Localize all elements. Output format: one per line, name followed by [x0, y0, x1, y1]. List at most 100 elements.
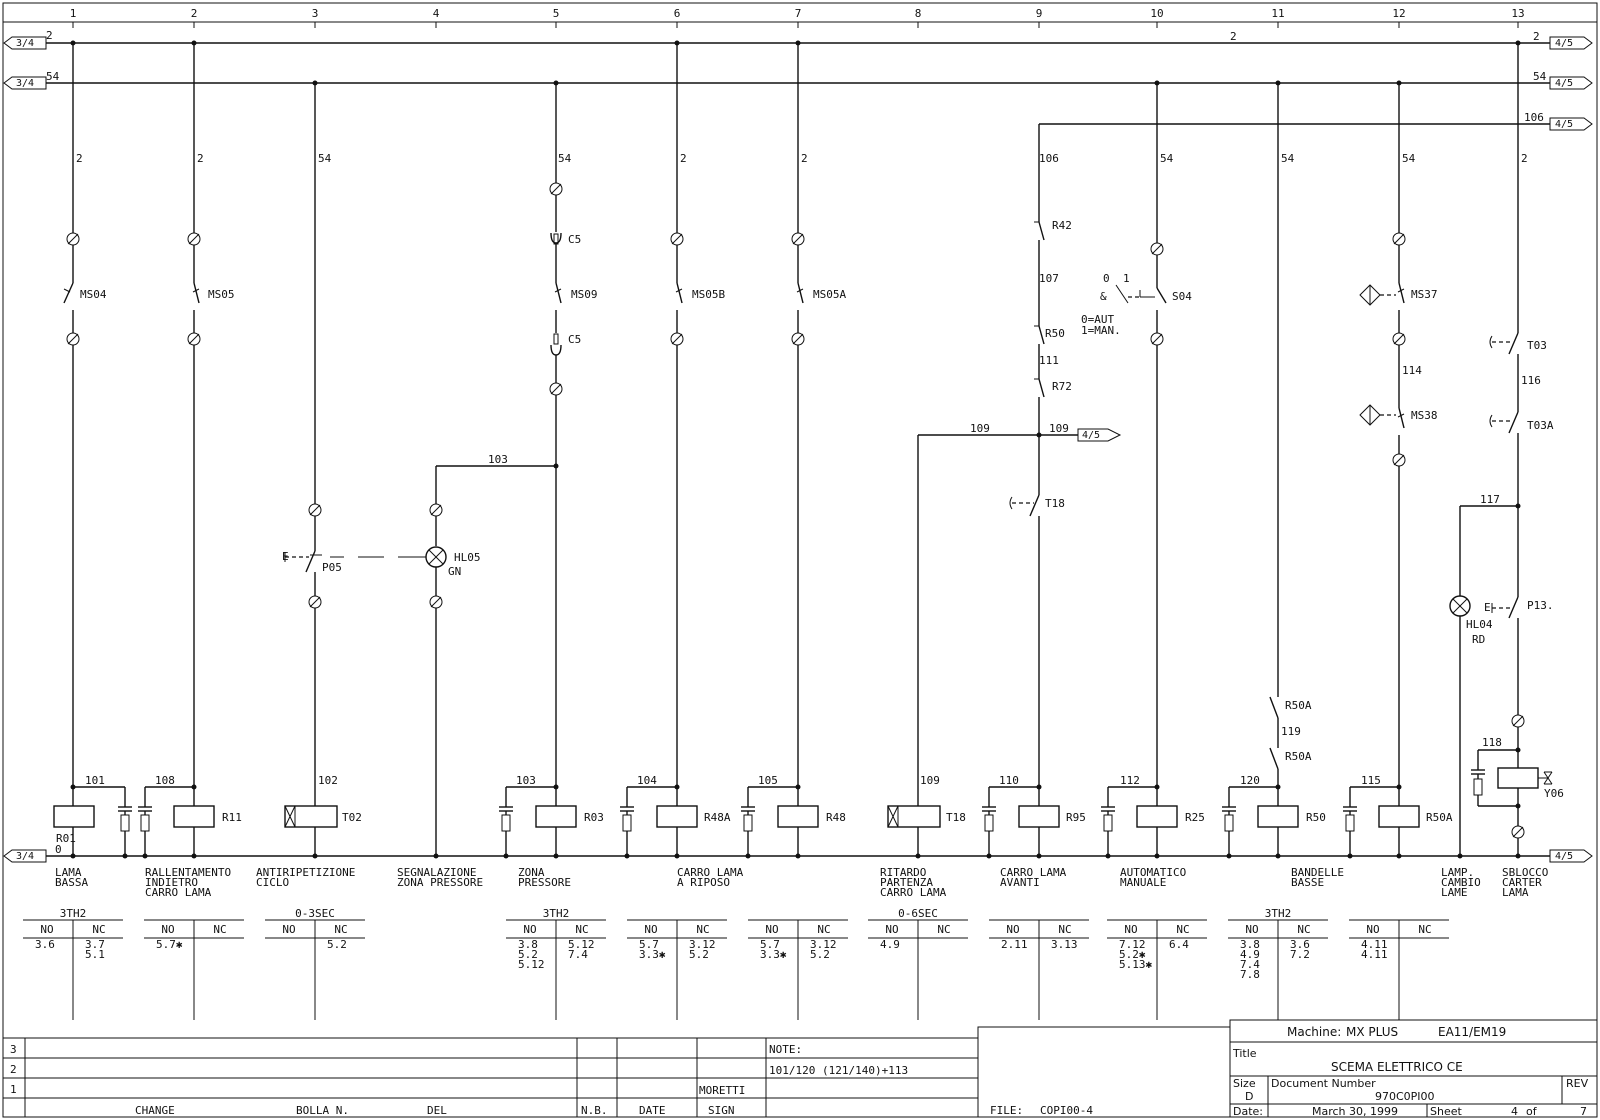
wire-54-col11: 54 [1281, 152, 1295, 165]
contact-nc-value: 3.7 [85, 938, 105, 951]
contact-table-header: 0-6SEC [898, 907, 938, 920]
wire-106: 106 [1039, 152, 1059, 165]
wire-120: 120 [1240, 774, 1260, 787]
Y06-label: Y06 [1544, 787, 1564, 800]
circuit-col-6 [620, 40, 698, 859]
contact-nc-value: 5.12 [568, 938, 595, 951]
wire-110: 110 [999, 774, 1019, 787]
rev-label: REV [1566, 1077, 1589, 1090]
contact-nc-value: 6.4 [1169, 938, 1189, 951]
MS05B-label: MS05B [692, 288, 725, 301]
contact-nc-value: 5.2 [810, 948, 830, 961]
of-value: 7 [1580, 1105, 1587, 1118]
tag-109-ref: 4/5 [1082, 430, 1100, 441]
wire-2-col7: 2 [801, 152, 808, 165]
wire-111: 111 [1039, 354, 1059, 367]
sheet-value: 4 [1511, 1105, 1518, 1118]
wire-109-left: 109 [970, 422, 990, 435]
of-label: of [1526, 1105, 1538, 1118]
wire-112: 112 [1120, 774, 1140, 787]
rev-row-1: 1 [10, 1083, 17, 1096]
wire-2-col6: 2 [680, 152, 687, 165]
contact-no-value: 3.8 [1240, 938, 1260, 951]
col-3: 3 [312, 7, 319, 20]
coil-R48A: R48A [704, 811, 731, 824]
contact-table-nc: NC [817, 923, 830, 936]
desc-9-l1: AUTOMATICO [1120, 866, 1186, 879]
contact-no-value: 5.2 [518, 948, 538, 961]
contact-nc-value: 5.1 [85, 948, 105, 961]
wire-115: 115 [1361, 774, 1381, 787]
rail-54-right-label: 54 [1533, 70, 1547, 83]
coil-R95: R95 [1066, 811, 1086, 824]
desc-6-l2: A RIPOSO [677, 876, 730, 889]
tag-right-4: 4/5 [1555, 851, 1573, 862]
coil-R50A: R50A [1426, 811, 1453, 824]
S04-amp: & [1100, 290, 1107, 303]
wire-54-col3: 54 [318, 152, 332, 165]
col-10: 10 [1150, 7, 1163, 20]
contact-no-value: 3.6 [35, 938, 55, 951]
contact-table-no: NO [644, 923, 657, 936]
P05-label: P05 [322, 561, 342, 574]
T18-contact-label: T18 [1045, 497, 1065, 510]
circuit-col-11 [1222, 80, 1299, 859]
desc-4-l2: ZONA PRESSORE [397, 876, 483, 889]
desc-2-l2: INDIETRO [145, 876, 198, 889]
RD-label: RD [1472, 633, 1485, 646]
contact-table-no: NO [885, 923, 898, 936]
desc-8-l1: CARRO LAMA [1000, 866, 1067, 879]
machine-code: EA11/EM19 [1438, 1025, 1506, 1039]
rail-54-label: 54 [46, 70, 60, 83]
wire-119: 119 [1281, 725, 1301, 738]
coil-R50: R50 [1306, 811, 1326, 824]
contact-table-nc: NC [213, 923, 226, 936]
contact-nc-value: 5.2 [689, 948, 709, 961]
circuit-col-10 [1101, 80, 1178, 859]
S04-pos1: 1 [1123, 272, 1130, 285]
contact-table-nc: NC [1418, 923, 1431, 936]
R72-label: R72 [1052, 380, 1072, 393]
contact-table-no: NO [523, 923, 536, 936]
desc-3-l2: CICLO [256, 876, 289, 889]
contact-no-value: 5.2✱ [1119, 948, 1146, 961]
coil-T02: T02 [342, 811, 362, 824]
wire-114: 114 [1402, 364, 1422, 377]
rail-tags-left [3, 36, 47, 863]
wire-103: 103 [516, 774, 536, 787]
tag-right-2: 4/5 [1555, 78, 1573, 89]
signer: MORETTI [699, 1084, 745, 1097]
hdr-change: CHANGE [135, 1104, 175, 1117]
title-block-text: 3 2 1 CHANGE BOLLA N. DEL N.B. DATE SIGN… [10, 1025, 1589, 1118]
contact-no-value: 3.8 [518, 938, 538, 951]
contact-table-header: 3TH2 [543, 907, 570, 920]
col-9: 9 [1036, 7, 1043, 20]
desc-2-l3: CARRO LAMA [145, 886, 212, 899]
col-7: 7 [795, 7, 802, 20]
contact-no-value: 7.8 [1240, 968, 1260, 981]
rev-row-2: 2 [10, 1063, 17, 1076]
rail-top-right-label: 2 [1533, 30, 1540, 43]
C5-label-1: C5 [568, 233, 581, 246]
circuit-col-5 [499, 80, 577, 859]
contact-table-nc: NC [937, 923, 950, 936]
note-label: NOTE: [769, 1043, 802, 1056]
desc-10-l1: BANDELLE [1291, 866, 1344, 879]
T03A-label: T03A [1527, 419, 1554, 432]
MS04-label: MS04 [80, 288, 107, 301]
wire-108: 108 [155, 774, 175, 787]
wire-2-col1: 2 [76, 152, 83, 165]
hdr-del: DEL [427, 1104, 447, 1117]
tag-right-1: 4/5 [1555, 38, 1573, 49]
GN-label: GN [448, 565, 461, 578]
contact-no-value: 7.12 [1119, 938, 1146, 951]
rail-tags-right [1549, 36, 1593, 863]
desc-11-l2: CAMBIO [1441, 876, 1481, 889]
hdr-bolla: BOLLA N. [296, 1104, 349, 1117]
coil-R01: R01 [56, 832, 76, 845]
contact-table-nc: NC [92, 923, 105, 936]
circuit-col-12 [1343, 80, 1420, 859]
contact-table-nc: NC [696, 923, 709, 936]
desc-1-l1: LAMA [55, 866, 82, 879]
wire-54-col5: 54 [558, 152, 572, 165]
